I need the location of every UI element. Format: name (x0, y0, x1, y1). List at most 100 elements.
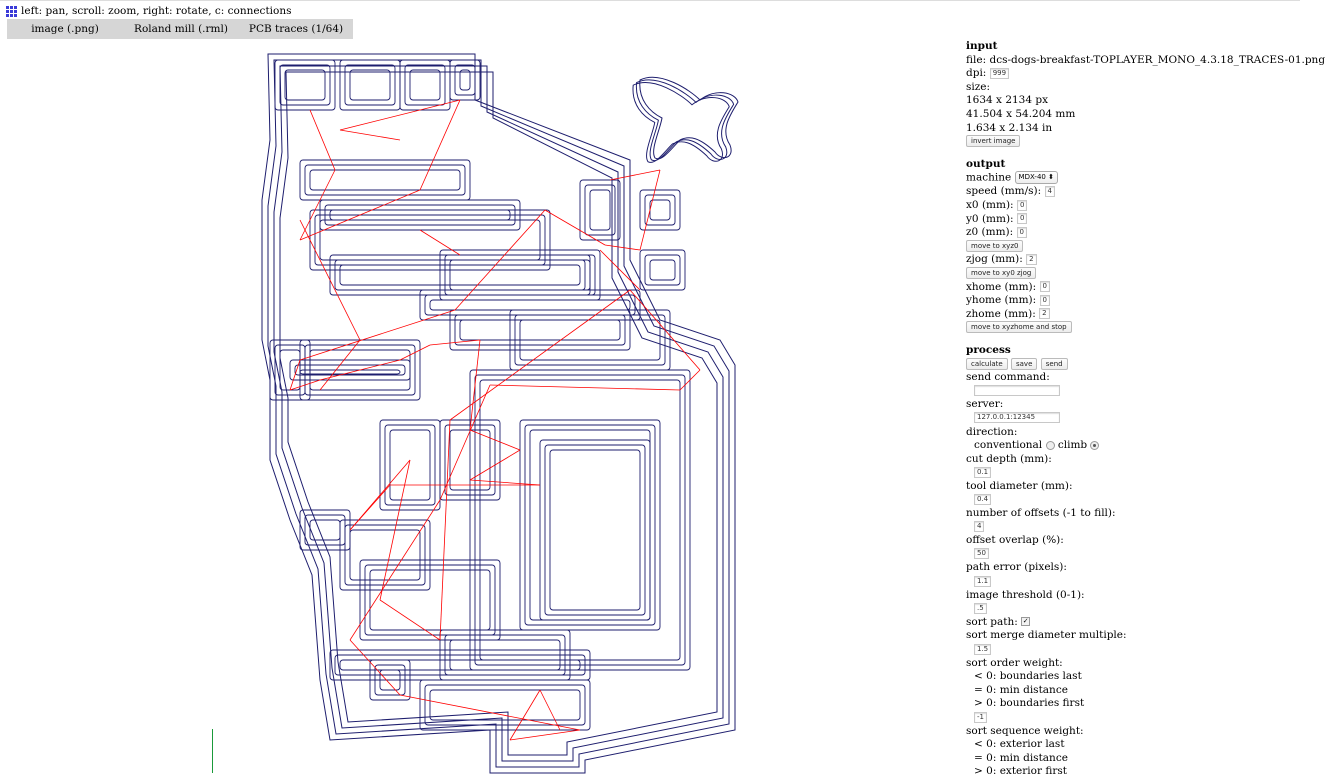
trace-loop-6-0 (449, 309, 631, 351)
trace-loop-22-1 (279, 64, 331, 106)
connection-line-18 (469, 429, 521, 451)
trace-loop-23-1 (344, 64, 396, 106)
move-to-xy0-zjog-button[interactable]: move to xy0 zjog (966, 267, 1037, 279)
trace-loop-15-0 (339, 519, 431, 591)
top-border (0, 0, 1300, 1)
order-weight-input[interactable]: -1 (974, 711, 987, 723)
connection-line-32 (349, 499, 441, 641)
save-button[interactable]: save (1011, 357, 1038, 370)
connection-line-39 (319, 339, 361, 391)
bird-pad-2 (632, 82, 730, 163)
calculate-button[interactable]: calculate (966, 357, 1008, 370)
x0-input[interactable]: 0 (1016, 199, 1028, 211)
file-label: file: (966, 53, 987, 66)
trace-loop-13-2 (389, 429, 431, 501)
connection-line-17 (469, 339, 481, 431)
toolpath-canvas[interactable] (0, 40, 945, 774)
merge-input[interactable]: 1.5 (974, 643, 992, 655)
trace-loop-25-0 (579, 179, 621, 241)
trace-loop-0-2 (309, 169, 461, 191)
connection-line-7 (639, 169, 661, 251)
dpi-row: dpi: 999 (966, 67, 1296, 81)
send-command-input[interactable] (974, 385, 1060, 397)
direction-label: direction: (966, 425, 1018, 438)
zjog-input[interactable]: 2 (1026, 253, 1037, 265)
dpi-input[interactable]: 999 (989, 67, 1010, 79)
trace-loop-19-1 (424, 684, 586, 726)
threshold-input[interactable]: .5 (974, 602, 987, 614)
server-label: server: (966, 398, 1004, 411)
yhome-input[interactable]: 0 (1039, 294, 1050, 306)
app-grid-icon[interactable] (6, 5, 17, 17)
tab-pcb-traces[interactable]: PCB traces (1/64) (248, 23, 344, 35)
machine-label: machine (966, 171, 1012, 184)
offsets-input[interactable]: 4 (974, 521, 985, 533)
connection-line-41 (599, 249, 641, 291)
move-to-xyz0-button[interactable]: move to xyz0 (966, 239, 1024, 252)
overlap-input[interactable]: 50 (974, 548, 989, 560)
process-heading: process (966, 343, 1011, 356)
tab-image-png[interactable]: image (.png) (31, 23, 99, 35)
conventional-radio[interactable] (1045, 440, 1055, 450)
trace-loop-24-2 (409, 69, 441, 101)
speed-input[interactable]: 4 (1044, 185, 1055, 197)
invert-image-button[interactable]: invert image (966, 135, 1021, 148)
climb-radio[interactable] (1090, 440, 1100, 450)
z0-input[interactable]: 0 (1016, 226, 1028, 238)
trace-loop-13-1 (384, 424, 436, 506)
connection-line-4 (339, 99, 461, 131)
trace-loop-25-1 (584, 184, 616, 236)
z0-label: z0 (mm): (966, 226, 1014, 239)
connection-line-11 (299, 309, 456, 361)
move-to-xyzhome-button[interactable]: move to xyzhome and stop (966, 321, 1072, 334)
trace-loop-19-0 (419, 679, 591, 731)
send-button[interactable]: send (1040, 357, 1068, 370)
trace-loop-28-1 (274, 344, 306, 396)
sort-path-checkbox[interactable]: ✓ (1021, 617, 1031, 627)
trace-loop-6-2 (459, 319, 621, 341)
trace-loop-5-1 (424, 294, 636, 316)
toolpath-svg (261, 53, 739, 774)
connection-line-27 (449, 289, 631, 421)
trace-loop-20-0 (369, 659, 411, 701)
hint-bar: left: pan, scroll: zoom, right: rotate, … (6, 4, 292, 18)
path-error-input[interactable]: 1.1 (974, 575, 992, 587)
trace-loop-10-2 (479, 379, 681, 661)
seq-lt-text: < 0: exterior last (974, 738, 1065, 751)
tab-roland-mill[interactable]: Roland mill (.rml) (134, 23, 228, 35)
seq-gt-text: > 0: exterior first (974, 765, 1067, 778)
bird-pad-1 (635, 79, 735, 162)
trace-loop-29-2 (309, 519, 341, 541)
connection-line-14 (319, 359, 401, 381)
connection-line-5 (339, 129, 401, 141)
trace-loop-6-1 (454, 314, 626, 346)
machine-select[interactable]: MDX-40 ⬍ (1014, 171, 1058, 185)
trace-loop-21-1 (454, 64, 476, 96)
trace-loop-18-1 (334, 654, 586, 676)
x0-label: x0 (mm): (966, 199, 1014, 212)
trace-loop-2-2 (319, 219, 541, 261)
connection-line-26 (439, 419, 451, 641)
trace-loop-0-1 (304, 164, 466, 196)
trace-loop-2-0 (309, 209, 551, 271)
tool-diameter-input[interactable]: 0.4 (974, 494, 992, 505)
server-input[interactable]: 127.0.0.1:12345 (974, 412, 1060, 424)
trace-loop-12-1 (544, 444, 646, 616)
connection-line-38 (299, 219, 361, 341)
zhome-input[interactable]: 2 (1039, 308, 1050, 320)
trace-loop-27-1 (644, 254, 681, 286)
y0-input[interactable]: 0 (1016, 213, 1028, 225)
connection-line-10 (454, 209, 546, 311)
trace-loop-26-0 (639, 189, 681, 231)
trace-loop-0-0 (299, 159, 471, 201)
bird-pad-0 (639, 76, 739, 160)
connection-line-25 (379, 599, 441, 641)
xhome-input[interactable]: 0 (1039, 281, 1050, 293)
trace-loop-29-1 (304, 514, 346, 546)
connection-line-30 (489, 384, 681, 391)
trace-loop-20-1 (374, 664, 406, 696)
cut-depth-input[interactable]: 0.1 (974, 466, 992, 478)
trace-loop-11-0 (519, 419, 661, 631)
climb-label: climb (1057, 439, 1088, 452)
zhome-label: zhome (mm): (966, 307, 1036, 320)
